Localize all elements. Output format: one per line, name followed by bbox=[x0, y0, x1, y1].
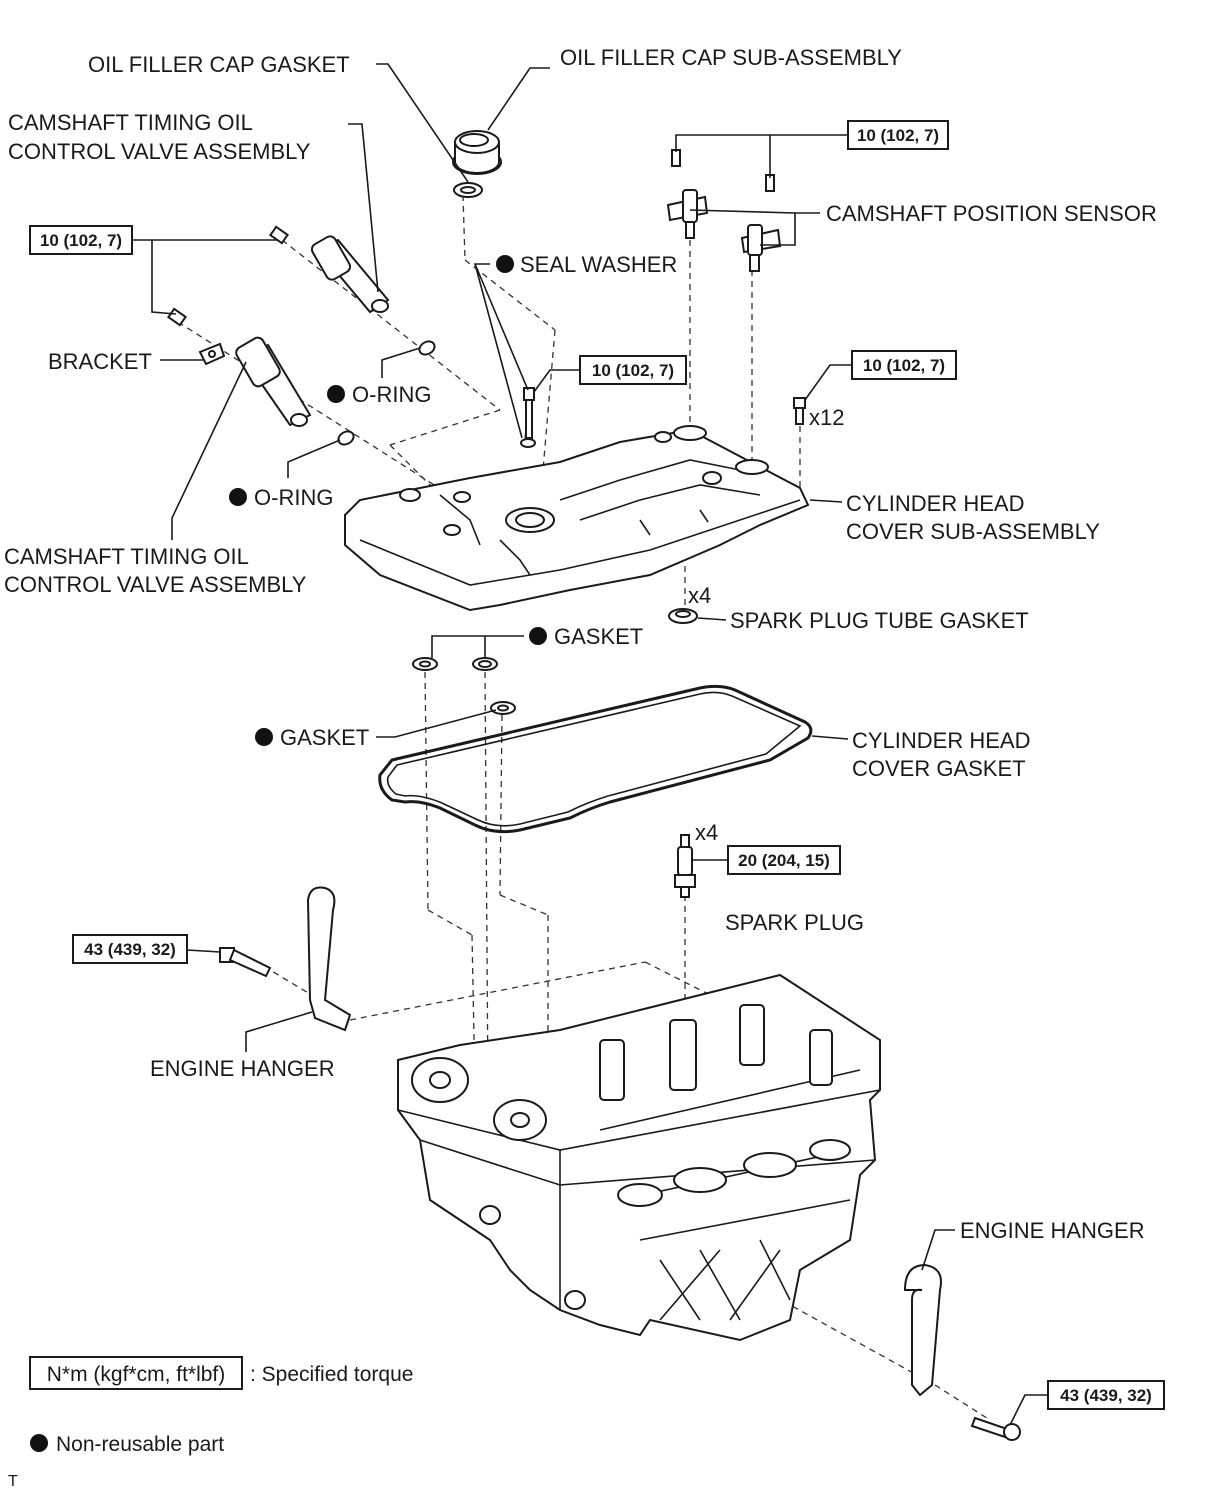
label-seal-washer: SEAL WASHER bbox=[520, 252, 677, 277]
label-camshaft-timing-ocv-upper-line1: CAMSHAFT TIMING OIL bbox=[8, 110, 253, 135]
camshaft-position-sensor-right-drawing bbox=[740, 174, 782, 272]
non-reusable-marker bbox=[529, 627, 547, 645]
engine-hanger-right-drawing bbox=[903, 1263, 1021, 1441]
non-reusable-marker bbox=[496, 255, 514, 273]
legend-non-reusable-part: Non-reusable part bbox=[56, 1433, 224, 1456]
cylinder-head-cover-drawing bbox=[344, 425, 810, 612]
label-camshaft-timing-ocv-upper-line2: CONTROL VALVE ASSEMBLY bbox=[8, 139, 311, 164]
label-spark-plug-tube-qty: x4 bbox=[688, 583, 711, 608]
cover-bolt-drawing bbox=[793, 397, 806, 425]
non-reusable-marker bbox=[229, 488, 247, 506]
torque-hanger-right: 43 (439, 32) bbox=[1060, 1386, 1152, 1405]
label-cylinder-head-cover-gasket-line2: COVER GASKET bbox=[852, 756, 1026, 781]
cylinder-head-drawing bbox=[397, 973, 881, 1342]
torque-boxes: 10 (102, 7) 10 (102, 7) 10 (102, 7) 10 (… bbox=[29, 120, 1165, 1410]
torque-cover-bolts: 10 (102, 7) bbox=[863, 356, 945, 375]
spark-plug-drawing bbox=[674, 834, 696, 898]
label-gasket-upper: GASKET bbox=[554, 624, 643, 649]
torque-spark-plug: 20 (204, 15) bbox=[738, 851, 830, 870]
label-camshaft-timing-ocv-lower-line2: CONTROL VALVE ASSEMBLY bbox=[4, 572, 307, 597]
non-reusable-marker bbox=[327, 385, 345, 403]
center-bolt-drawing bbox=[520, 387, 536, 448]
label-o-ring-upper: O-RING bbox=[352, 382, 431, 407]
legend-specified-torque: : Specified torque bbox=[250, 1363, 413, 1386]
leader-lines bbox=[132, 63, 1048, 1426]
label-camshaft-position-sensor: CAMSHAFT POSITION SENSOR bbox=[826, 201, 1157, 226]
label-spark-plug: SPARK PLUG bbox=[725, 910, 864, 935]
torque-center-bolt: 10 (102, 7) bbox=[592, 361, 674, 380]
engine-hanger-left-drawing bbox=[219, 886, 352, 1032]
label-camshaft-timing-ocv-lower-line1: CAMSHAFT TIMING OIL bbox=[4, 544, 249, 569]
part-labels: OIL FILLER CAP GASKET OIL FILLER CAP SUB… bbox=[4, 45, 1157, 1243]
spark-plug-tube-gasket-drawing bbox=[668, 608, 698, 624]
non-reusable-marker bbox=[255, 728, 273, 746]
label-engine-hanger-right: ENGINE HANGER bbox=[960, 1218, 1145, 1243]
legend: N*m (kgf*cm, ft*lbf) : Specified torque … bbox=[29, 1356, 413, 1456]
legend-torque-unit: N*m (kgf*cm, ft*lbf) bbox=[47, 1363, 226, 1386]
torque-sensor-bolts: 10 (102, 7) bbox=[857, 126, 939, 145]
small-gaskets-drawing bbox=[412, 657, 516, 715]
label-cylinder-head-cover-gasket-line1: CYLINDER HEAD bbox=[852, 728, 1030, 753]
label-spark-plug-tube-gasket: SPARK PLUG TUBE GASKET bbox=[730, 608, 1029, 633]
label-oil-filler-cap-sub-assembly: OIL FILLER CAP SUB-ASSEMBLY bbox=[560, 45, 902, 70]
non-reusable-legend-marker bbox=[30, 1434, 48, 1452]
camshaft-timing-ocv-lower-drawing bbox=[167, 307, 312, 427]
label-cylinder-head-cover-line1: CYLINDER HEAD bbox=[846, 491, 1024, 516]
bracket-drawing bbox=[198, 342, 226, 366]
label-oil-filler-cap-gasket: OIL FILLER CAP GASKET bbox=[88, 52, 350, 77]
label-o-ring-lower: O-RING bbox=[254, 485, 333, 510]
label-bracket: BRACKET bbox=[48, 349, 152, 374]
label-cover-bolt-qty: x12 bbox=[809, 405, 844, 430]
non-reusable-markers bbox=[30, 255, 547, 1452]
oil-filler-cap-drawing bbox=[452, 130, 502, 175]
torque-hanger-left: 43 (439, 32) bbox=[84, 940, 176, 959]
cylinder-head-cover-gasket-drawing bbox=[378, 684, 813, 834]
torque-ocv-bolts: 10 (102, 7) bbox=[40, 231, 122, 250]
label-spark-plug-qty: x4 bbox=[695, 820, 718, 845]
oil-filler-cap-gasket-drawing bbox=[453, 182, 483, 198]
footer-code: T bbox=[8, 1473, 18, 1490]
camshaft-position-sensor-left-drawing bbox=[666, 149, 709, 239]
label-cylinder-head-cover-line2: COVER SUB-ASSEMBLY bbox=[846, 519, 1100, 544]
camshaft-timing-ocv-upper-drawing bbox=[269, 225, 390, 314]
o-ring-drawings bbox=[337, 340, 436, 446]
label-gasket-lower: GASKET bbox=[280, 725, 369, 750]
label-engine-hanger-left: ENGINE HANGER bbox=[150, 1056, 335, 1081]
